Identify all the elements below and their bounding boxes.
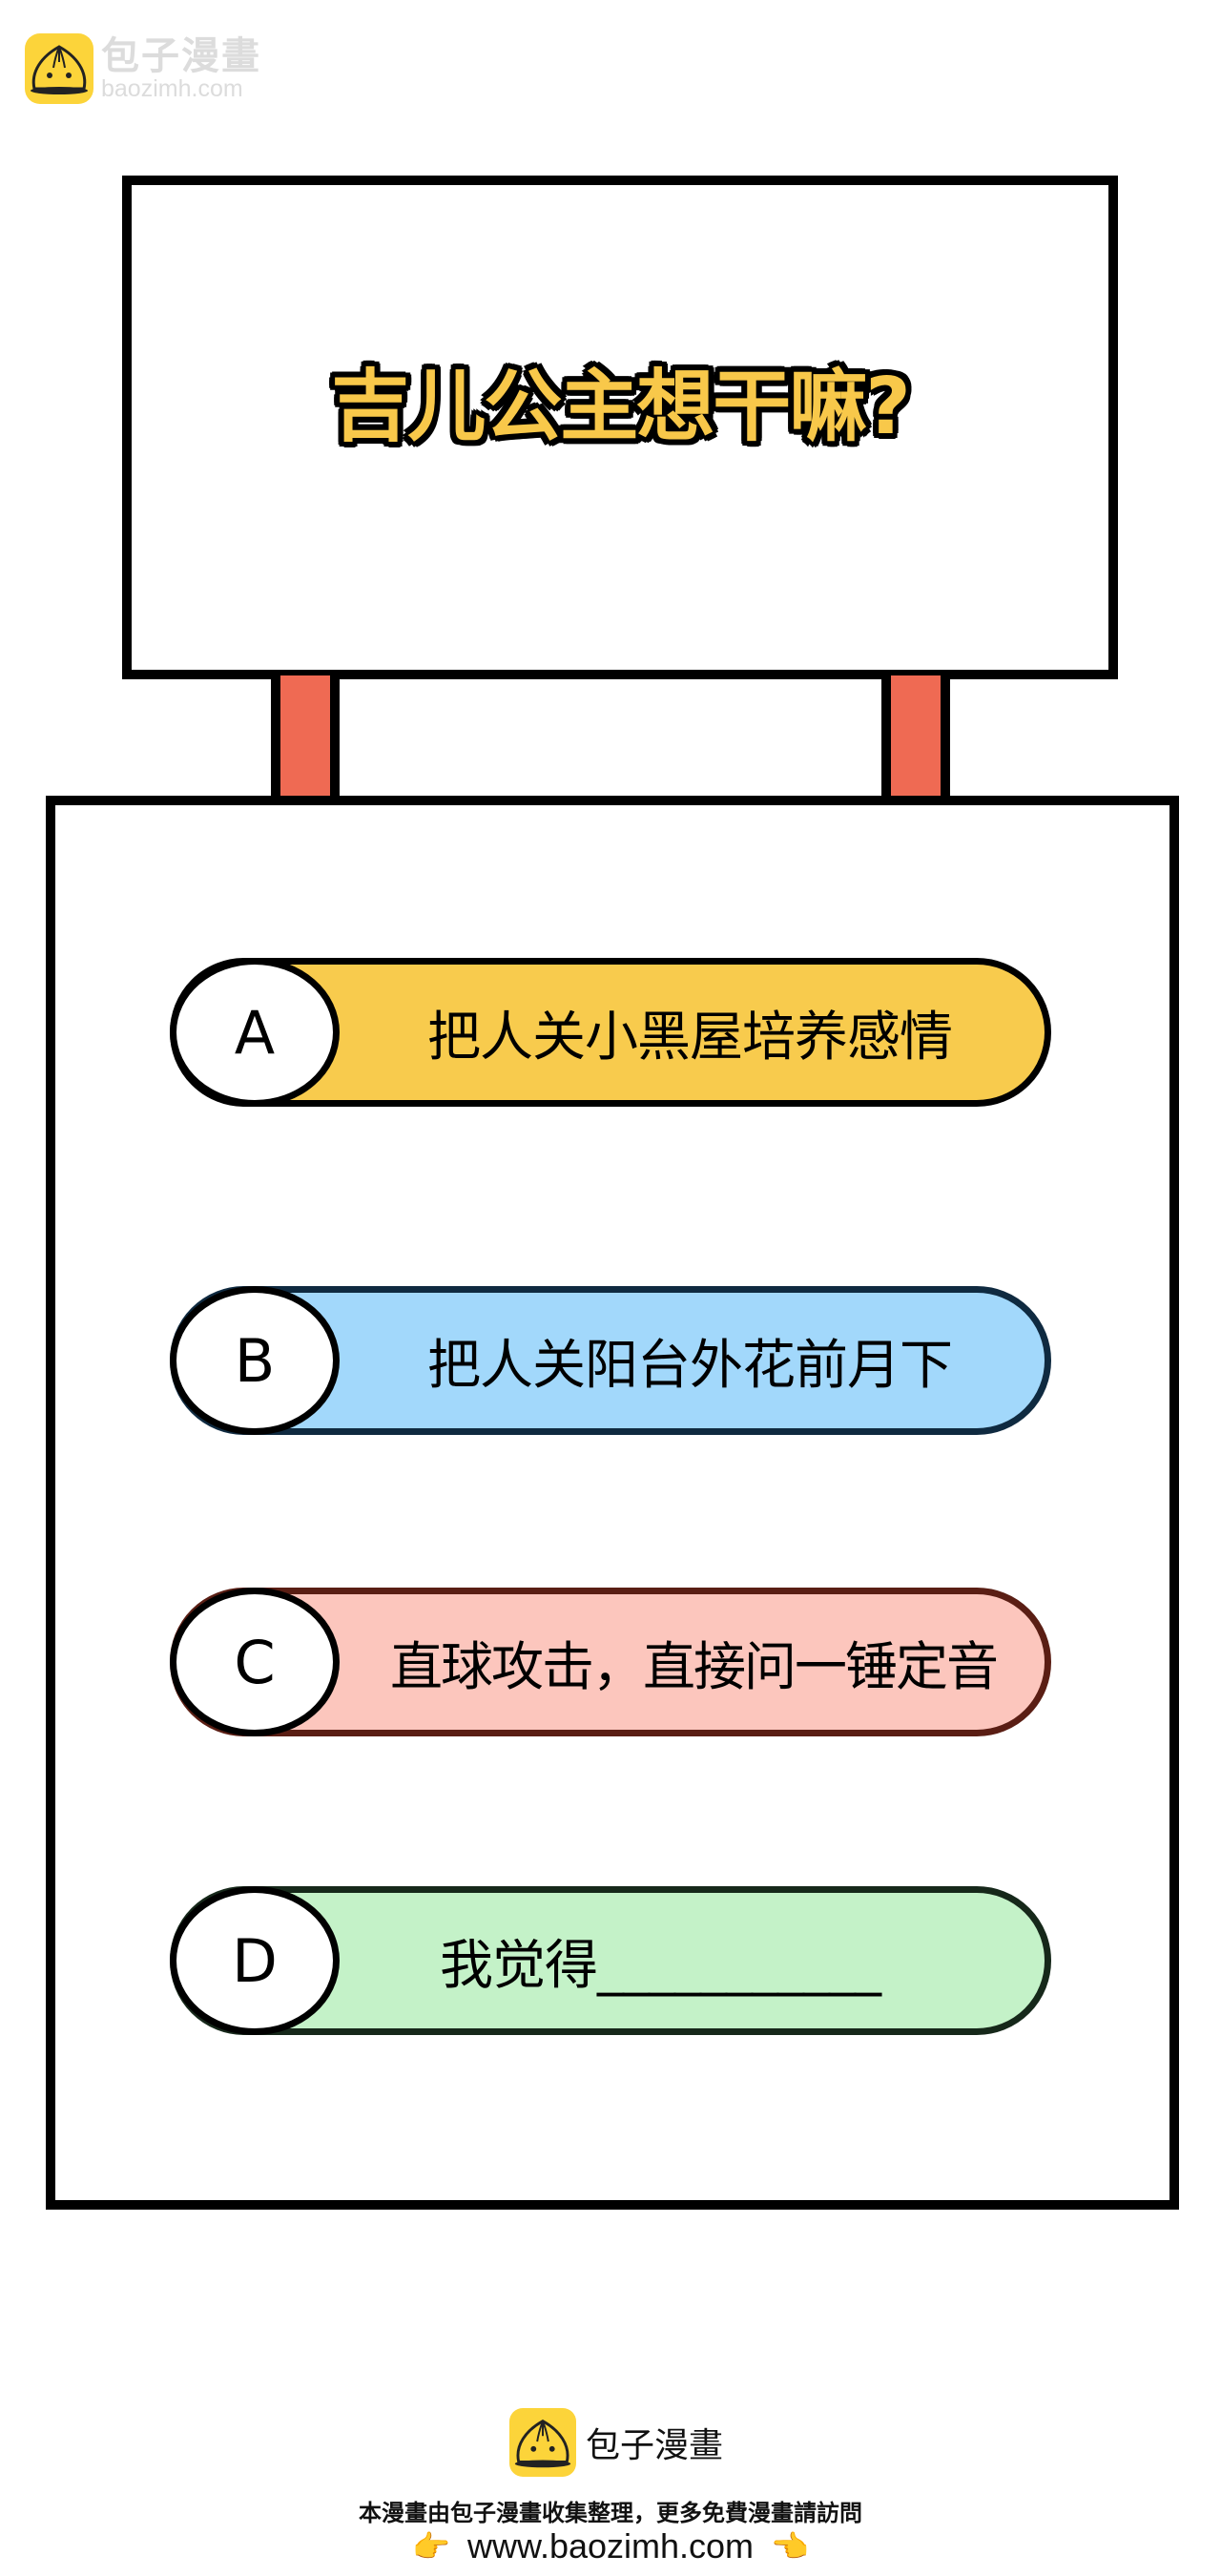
watermark-logo: 包子漫畫 baozimh.com [25, 32, 261, 105]
option-letter: B [234, 1325, 276, 1396]
option-letter: A [234, 997, 276, 1068]
footer-url-link[interactable]: www.baozimh.com [466, 2526, 755, 2566]
option-badge: C [170, 1588, 340, 1736]
footer-caption: 本漫畫由包子漫畫收集整理，更多免費漫畫請訪問 [359, 2500, 862, 2526]
option-d[interactable]: D 我觉得___________ [170, 1886, 1051, 2035]
sign-post-left [271, 675, 340, 801]
question-sign: 吉儿公主想干嘛? [122, 176, 1118, 679]
steamed-bun-icon [509, 2408, 576, 2477]
watermark-brand-url: baozimh.com [101, 74, 243, 102]
footer-url-line: 👉 www.baozimh.com 👈 [0, 2526, 1221, 2566]
option-letter: C [234, 1627, 276, 1697]
pointing-left-hand-icon: 👈 [771, 2529, 809, 2564]
option-b[interactable]: B 把人关阳台外花前月下 [170, 1286, 1051, 1435]
footer-brand: 包子漫畫 [586, 2426, 724, 2465]
option-a[interactable]: A 把人关小黑屋培养感情 [170, 958, 1051, 1107]
sign-post-right [881, 675, 950, 801]
option-text: 我觉得___________ [440, 1934, 881, 1997]
pointing-right-hand-icon: 👉 [412, 2529, 450, 2564]
option-badge: A [170, 958, 340, 1107]
option-text: 把人关小黑屋培养感情 [427, 1006, 953, 1069]
option-badge: B [170, 1286, 340, 1435]
option-letter: D [232, 1925, 278, 1996]
steamed-bun-icon [25, 33, 93, 104]
question-title: 吉儿公主想干嘛? [331, 361, 911, 452]
option-text: 直球攻击，直接问一锤定音 [389, 1636, 999, 1697]
footer-logo[interactable]: 包子漫畫 [509, 2408, 723, 2477]
option-text: 把人关阳台外花前月下 [427, 1334, 953, 1397]
option-c[interactable]: C 直球攻击，直接问一锤定音 [170, 1588, 1051, 1736]
option-badge: D [170, 1886, 340, 2035]
watermark-brand-cn: 包子漫畫 [101, 33, 261, 78]
